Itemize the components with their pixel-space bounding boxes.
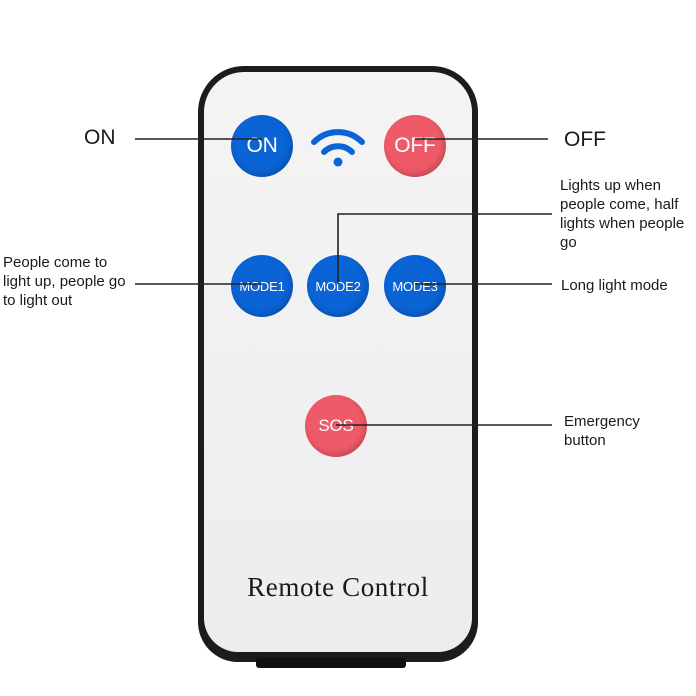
mode3-button[interactable]: MODE3 — [384, 255, 446, 317]
sos-label: Emergency button — [564, 413, 640, 449]
sos-button[interactable]: SOS — [305, 395, 367, 457]
mode1-button[interactable]: MODE1 — [231, 255, 293, 317]
remote-battery-slot — [256, 658, 406, 668]
mode3-label: Long light mode — [561, 277, 668, 294]
mode2-leader-line — [337, 213, 552, 284]
remote-title: Remote Control — [247, 572, 429, 602]
on-label: ON — [84, 126, 116, 149]
off-label: OFF — [564, 128, 606, 151]
mode2-label: Lights up when people come, half lights … — [560, 177, 685, 251]
mode1-label: People come to light up, people go to li… — [3, 254, 126, 309]
wifi-icon — [311, 129, 365, 167]
